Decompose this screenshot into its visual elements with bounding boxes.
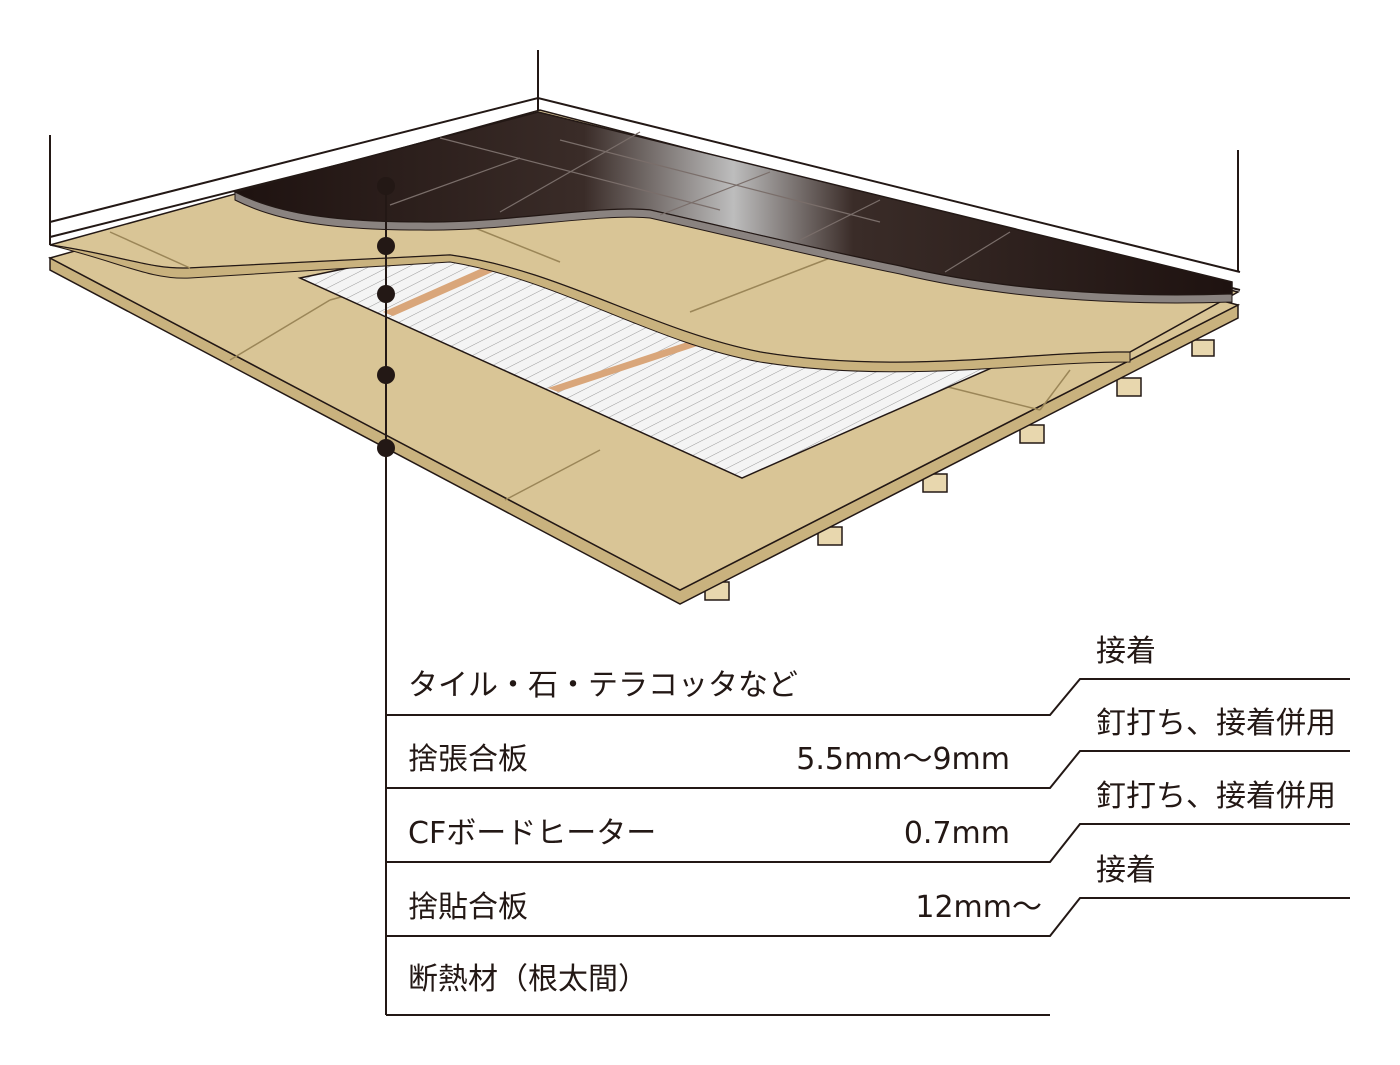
tile-layer: [232, 111, 1233, 304]
marker-dot-upper-plywood: [377, 237, 395, 255]
layer-label-heater: CFボードヒーター: [408, 816, 657, 851]
marker-dot-tile: [377, 177, 395, 195]
layer-label-insulation: 断熱材（根太間）: [408, 962, 648, 997]
floor-joists: [704, 339, 1215, 601]
layer-label-base-plywood: 捨貼合板: [408, 890, 528, 925]
method-upper-plywood: 釘打ち、接着併用: [1096, 706, 1336, 741]
method-tile: 接着: [1096, 634, 1156, 669]
method-heater: 釘打ち、接着併用: [1096, 779, 1336, 814]
leader-line: [377, 177, 395, 1015]
label-lines: [386, 678, 1350, 1016]
method-base-plywood: 接着: [1096, 853, 1156, 888]
thickness-base-plywood: 12mm〜: [915, 890, 1042, 925]
marker-dot-insulation: [377, 439, 395, 457]
layer-label-tile: タイル・石・テラコッタなど: [408, 668, 798, 703]
marker-dot-base-plywood: [377, 366, 395, 384]
thickness-upper-plywood: 5.5mm〜9mm: [796, 742, 1010, 777]
thickness-heater: 0.7mm: [903, 816, 1010, 851]
marker-dot-heater: [377, 285, 395, 303]
layer-label-upper-plywood: 捨張合板: [408, 742, 528, 777]
